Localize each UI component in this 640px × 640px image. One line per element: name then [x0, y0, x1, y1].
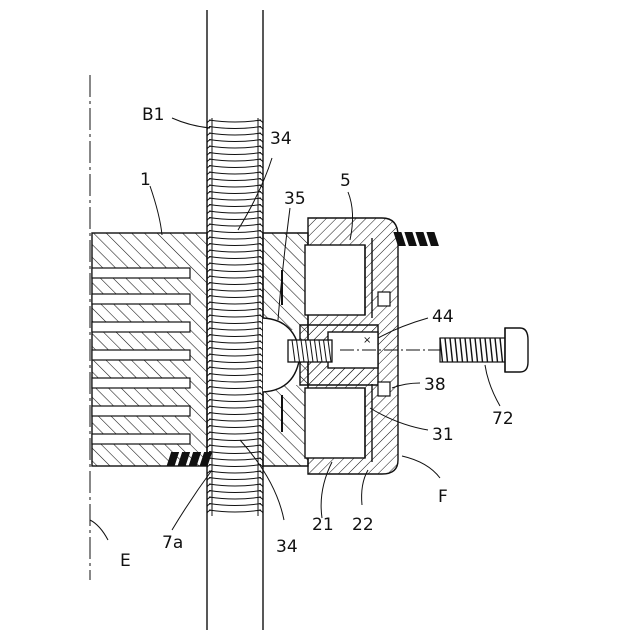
label-f: F	[438, 487, 448, 507]
fin-slot	[92, 378, 190, 388]
fin-slot	[92, 406, 190, 416]
label-35: 35	[284, 189, 306, 209]
label-b1: B1	[142, 105, 164, 125]
label-21: 21	[312, 515, 334, 535]
label-5: 5	[340, 171, 351, 191]
label-72: 72	[492, 409, 514, 429]
label-31: 31	[432, 425, 454, 445]
threaded-rod-b1	[207, 118, 263, 516]
label-34-bottom: 34	[276, 537, 298, 557]
label-34-top: 34	[270, 129, 292, 149]
leader-72	[485, 365, 500, 406]
label-38: 38	[424, 375, 446, 395]
label-1: 1	[140, 170, 151, 190]
fin-slot	[92, 434, 190, 444]
label-e: E	[120, 551, 131, 571]
fin-slot	[92, 350, 190, 360]
body-1	[92, 233, 207, 466]
leader-1	[150, 186, 162, 235]
label-7a: 7a	[162, 533, 183, 553]
leader-7a	[172, 470, 212, 530]
axis-mark: ×	[363, 335, 371, 346]
screw-44	[288, 340, 332, 362]
label-44: 44	[432, 307, 454, 327]
fin-slot	[92, 294, 190, 304]
leader-e	[90, 520, 108, 540]
spring	[393, 232, 439, 246]
label-22: 22	[352, 515, 374, 535]
leader-22	[362, 470, 368, 505]
leader-f	[402, 456, 440, 478]
screw-72	[440, 328, 528, 372]
fin-slot	[92, 322, 190, 332]
fin-slot	[92, 268, 190, 278]
leader-b1	[172, 118, 210, 128]
